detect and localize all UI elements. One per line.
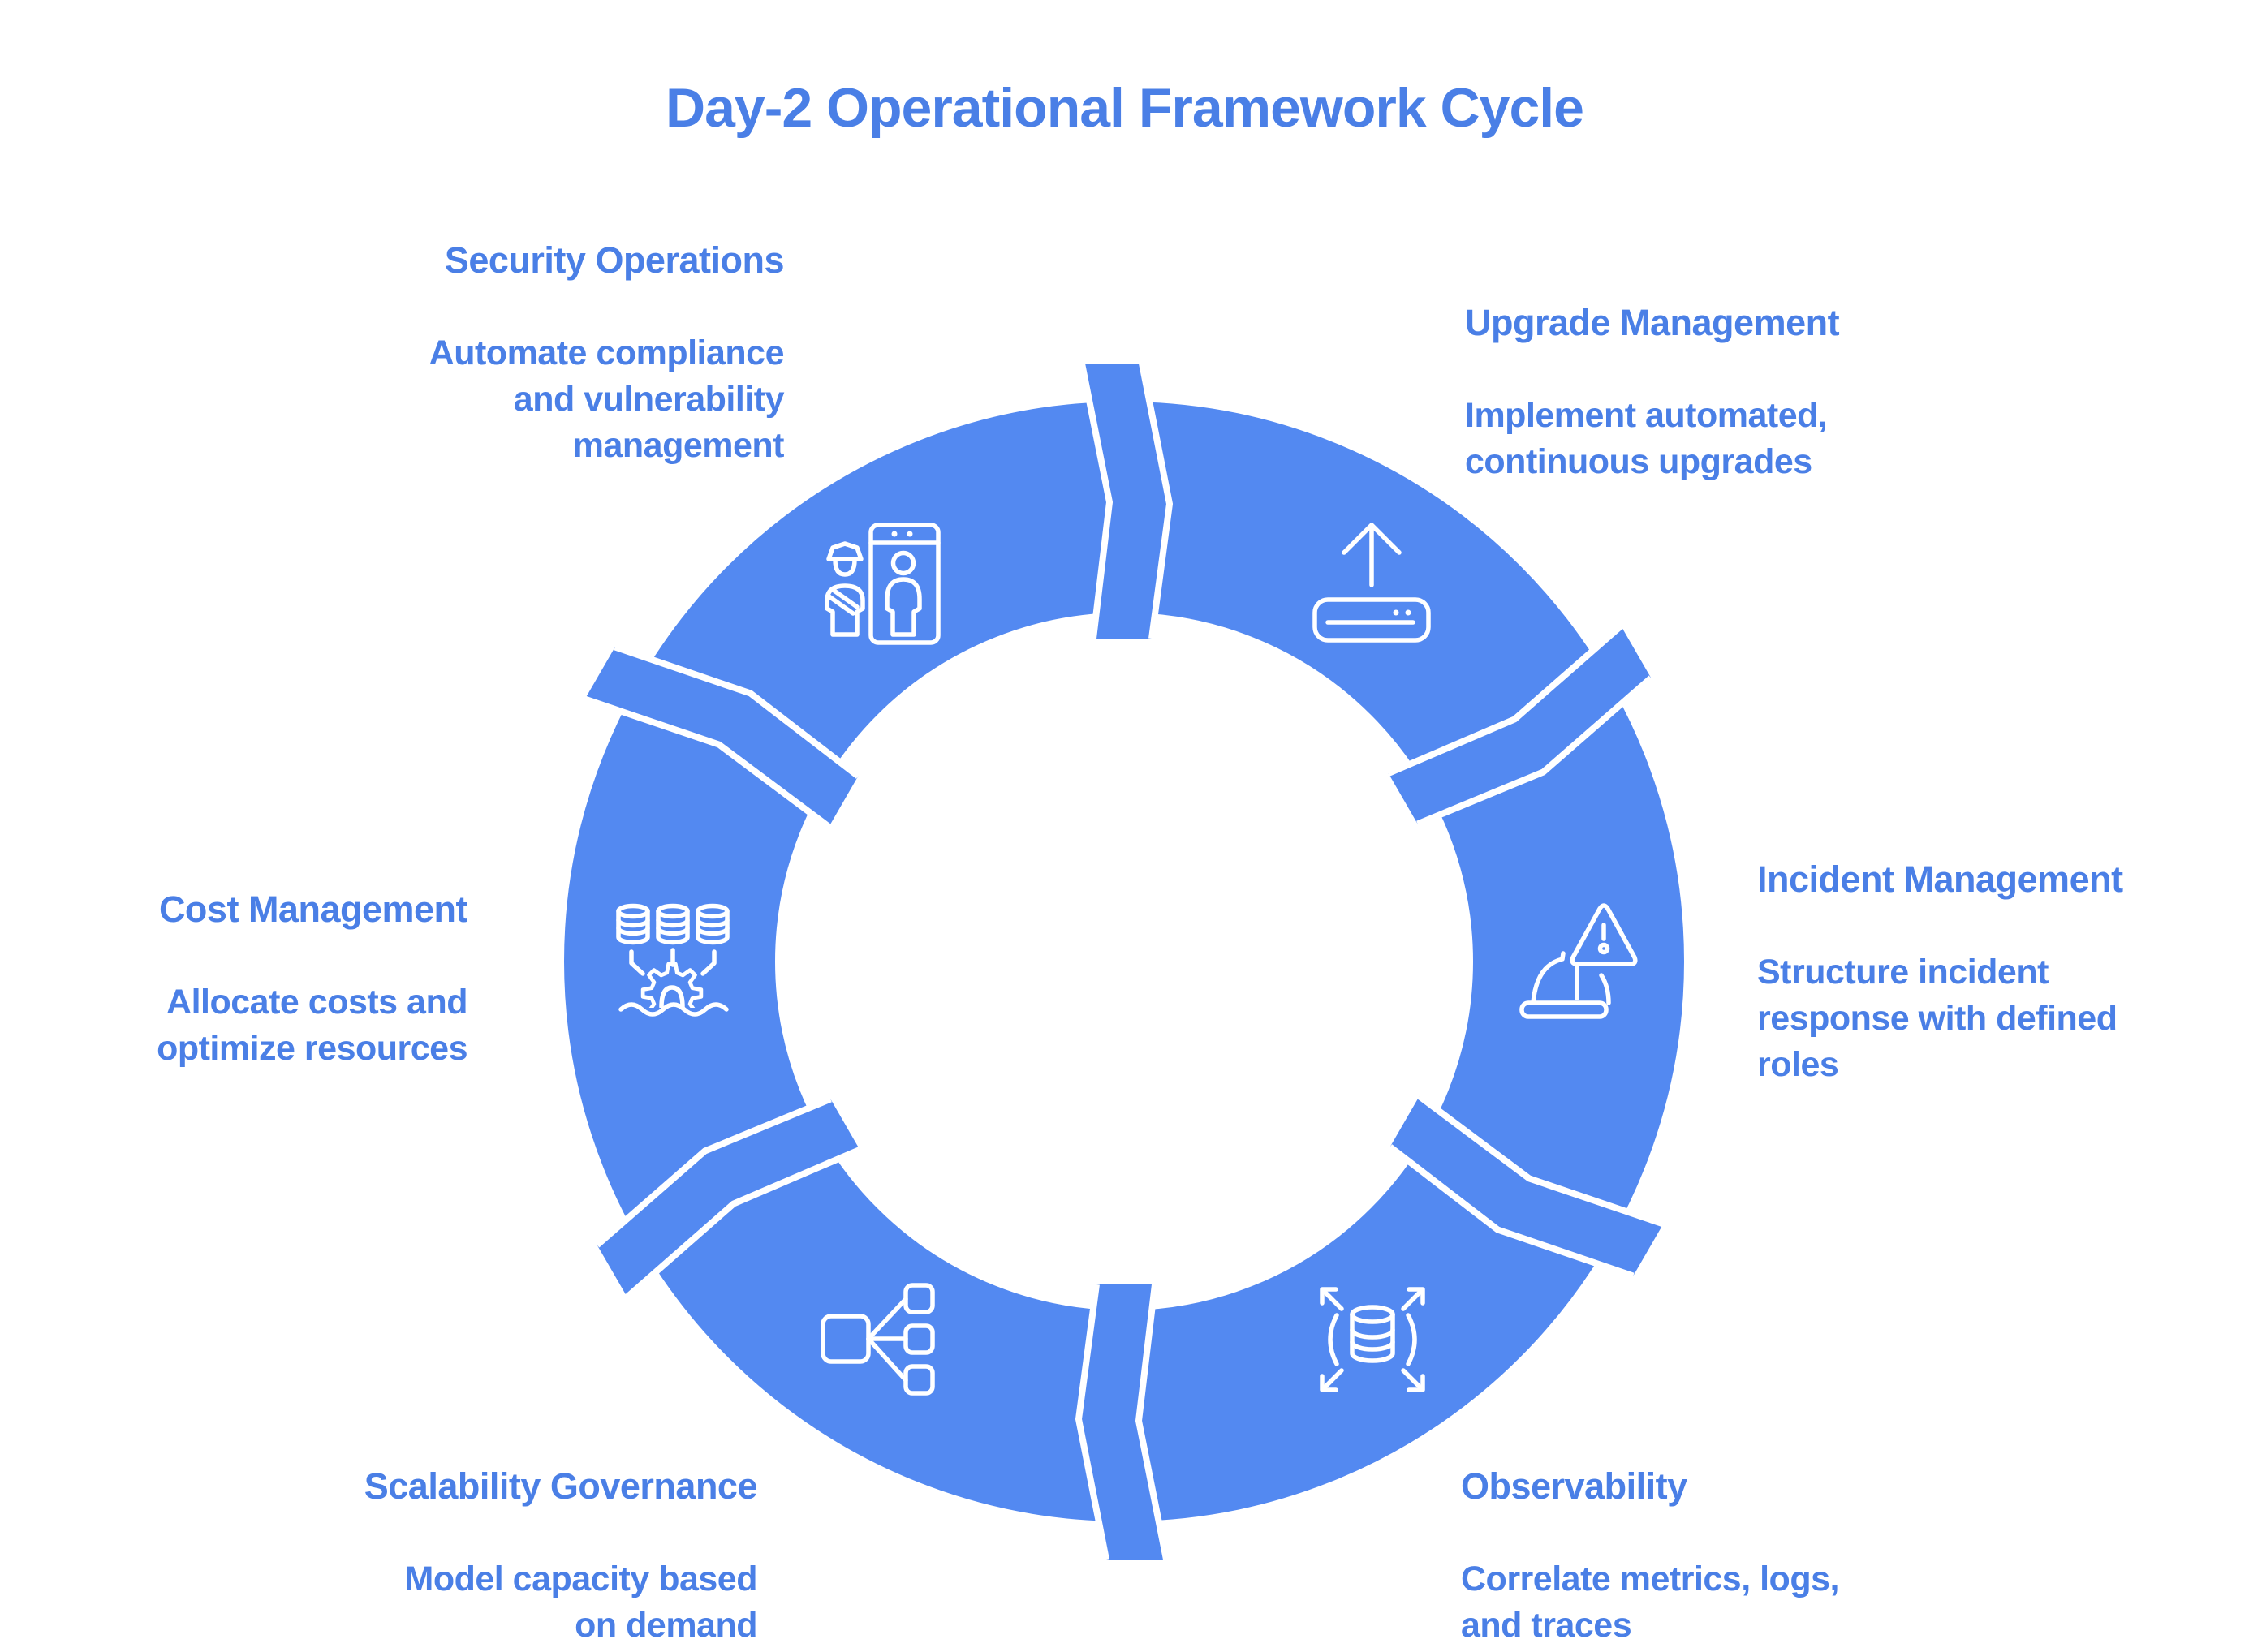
security-checkpoint-icon (825, 523, 941, 645)
segment-description: Correlate metrics, logs, and traces (1461, 1560, 1839, 1645)
upgrade-arrow-device-icon (1312, 523, 1431, 643)
segment-title: Security Operations (444, 239, 785, 281)
cycle-ring (564, 402, 1684, 1521)
segment-description: Implement automated, continuous upgrades (1465, 396, 1828, 481)
segment-label-scalability-governance: Scalability Governance Model capacity ba… (364, 1465, 758, 1649)
segment-label-upgrade-management: Upgrade Management Implement automated, … (1465, 302, 1840, 485)
segment-title: Cost Management (158, 888, 468, 930)
segment-separator-upper-left (584, 643, 860, 830)
segment-description: Structure incident response with defined… (1757, 953, 2118, 1084)
segment-separator-upper-right (1387, 623, 1653, 828)
segment-separator-bottom (1075, 1284, 1170, 1560)
segment-description: Model capacity based on demand (404, 1560, 758, 1645)
segment-label-security-operations: Security Operations Automate compliance … (429, 239, 785, 469)
segment-label-incident-management: Incident Management Structure incident r… (1757, 858, 2123, 1088)
segment-title: Upgrade Management (1465, 302, 1840, 343)
segment-label-observability: Observability Correlate metrics, logs, a… (1461, 1465, 1839, 1649)
node-fanout-icon (821, 1283, 935, 1396)
segment-label-cost-management: Cost Management Allocate costs and optim… (157, 888, 467, 1072)
page-title: Day-2 Operational Framework Cycle (665, 77, 1584, 139)
warning-hardhat-icon (1519, 903, 1638, 1019)
segment-description: Allocate costs and optimize resources (157, 983, 467, 1068)
segment-description: Automate compliance and vulnerability ma… (429, 333, 785, 465)
segment-separator-lower-right (1388, 1093, 1665, 1280)
segment-title: Incident Management (1757, 858, 2123, 900)
databases-gear-wave-icon (616, 903, 730, 1017)
segment-title: Scalability Governance (364, 1465, 758, 1507)
database-expand-arrows-icon (1320, 1287, 1425, 1392)
segment-separator-top (1079, 363, 1174, 639)
segment-separator-lower-left (595, 1095, 861, 1300)
segment-title: Observability (1461, 1465, 1687, 1507)
